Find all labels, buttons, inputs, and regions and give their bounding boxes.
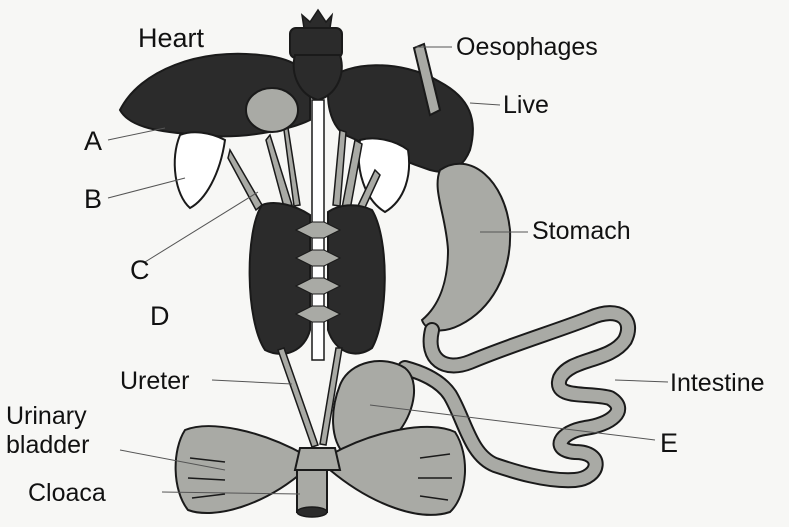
fat-body-strands <box>228 128 380 214</box>
fat-body-left <box>175 132 225 208</box>
label-ureter: Ureter <box>120 368 189 395</box>
stomach <box>422 164 510 331</box>
label-oesophagus: Oesophages <box>456 34 598 61</box>
label-intestine: Intestine <box>670 370 765 397</box>
label-b: B <box>84 186 102 213</box>
label-cloaca: Cloaca <box>28 480 106 507</box>
label-c: C <box>130 257 150 284</box>
cloaca <box>295 448 340 517</box>
label-liver: Live <box>503 92 549 119</box>
label-stomach: Stomach <box>532 218 631 245</box>
label-a: A <box>84 128 102 155</box>
ureters <box>278 348 342 447</box>
label-e: E <box>660 430 678 457</box>
label-d: D <box>150 303 170 330</box>
label-urinary-bladder: Urinary bladder <box>6 402 89 460</box>
label-heart: Heart <box>138 25 204 52</box>
gall-bladder <box>246 88 298 132</box>
